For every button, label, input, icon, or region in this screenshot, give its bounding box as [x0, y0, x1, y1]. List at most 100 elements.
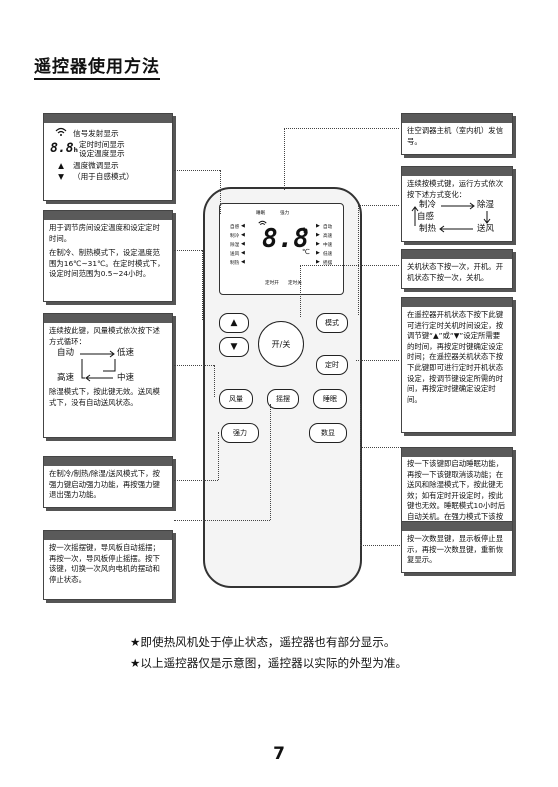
- mode-intro: 连续按模式键，运行方式依次按下述方式变化：: [407, 179, 504, 199]
- temp-timer-text-2: 在制冷、制热模式下，设定温度范围为16℃~31℃。在定时模式下，设定时间范围为0…: [49, 248, 165, 279]
- timer-text: 在遥控器开机状态下按下此键可进行定时关机时间设定，按调节键“▲”或“▼”设定所需…: [407, 310, 504, 404]
- screen-digits: 8.8: [262, 224, 309, 254]
- footnote-1: ★即使热风机处于停止状态，遥控器也有部分显示。: [130, 635, 396, 649]
- leader-line: [174, 250, 202, 251]
- screen-triangle-icon: ◀: [241, 232, 245, 238]
- timer-button[interactable]: 定时: [316, 355, 348, 375]
- leader-line: [360, 447, 401, 448]
- box-header: [402, 522, 512, 531]
- box-header: [402, 114, 512, 123]
- screen-triangle-icon: ▶: [316, 241, 320, 247]
- box-header: [402, 448, 512, 457]
- screen-label-speed-high: 高速: [323, 234, 333, 239]
- mode-cycle-dry: 除湿: [477, 200, 495, 211]
- transmit-box: 往空调器主机（室内机）发信号。: [401, 113, 513, 155]
- remote-control: 睡眠 强力 自感 制冷 除湿 送风 制热 ◀ ◀ ◀ ◀ ◀ 自动 高速 中速 …: [203, 187, 362, 588]
- legend-auto-mode: （用于自感模式）: [73, 172, 134, 181]
- screen-label-dry: 除湿: [230, 243, 240, 248]
- screen-triangle-icon: ▶: [316, 232, 320, 238]
- power-text: 关机状态下按一次，开机。开机状态下按一次，关机。: [407, 262, 504, 282]
- temp-timer-text-1: 用于调节房间设定温度和设定定时时间。: [49, 223, 160, 243]
- turbo-button[interactable]: 强力: [221, 423, 259, 443]
- screen-label-sleep: 睡眠: [256, 211, 266, 216]
- arrow-icon: [80, 350, 116, 382]
- screen-label-speed-auto: 自动: [323, 225, 333, 230]
- lcd-digits: 8.8: [50, 140, 74, 156]
- screen-label-heat: 制热: [230, 261, 240, 266]
- leader-line: [174, 170, 220, 171]
- leader-line: [270, 404, 271, 520]
- legend-timer: 定时时间显示: [79, 140, 125, 149]
- sleep-button[interactable]: 睡眠: [313, 389, 347, 409]
- footnotes: ★即使热风机处于停止状态，遥控器也有部分显示。 ★以上遥控器仅是示意图，遥控器以…: [130, 632, 407, 674]
- mode-cycle-cool: 制冷: [419, 200, 437, 211]
- display-button[interactable]: 数显: [309, 423, 347, 443]
- sleep-box: 按一下该键即启动睡眠功能，再按一下该键取消该功能；在送风和除湿模式下，按此键无效…: [401, 447, 513, 532]
- timer-box: 在遥控器开机状态下按下此键可进行定时关机时间设定，按调节键“▲”或“▼”设定所需…: [401, 297, 513, 433]
- up-triangle-icon: ▲: [58, 161, 64, 170]
- down-triangle-icon: ▼: [58, 172, 64, 181]
- screen-triangle-icon: ◀: [241, 259, 245, 265]
- screen-label-speed-low: 低速: [323, 252, 333, 257]
- leader-line: [360, 404, 361, 447]
- fan-button[interactable]: 风量: [219, 389, 253, 409]
- leader-line: [214, 365, 215, 397]
- box-header: [44, 457, 172, 466]
- up-button[interactable]: ▲: [219, 313, 249, 333]
- legend-fine-tune: 温度微调显示: [73, 161, 119, 170]
- leader-line: [174, 480, 218, 481]
- leader-line: [202, 250, 203, 320]
- page-number: 7: [273, 744, 285, 764]
- page-title: 遥控器使用方法: [34, 52, 160, 80]
- screen-celsius: ℃: [302, 248, 310, 256]
- transmit-text: 往空调器主机（室内机）发信号。: [407, 126, 504, 146]
- fan-note: 除湿模式下，按此键无效。送风模式下，没有自动送风状态。: [49, 387, 160, 407]
- lcd-h: h: [73, 146, 78, 154]
- mode-cycle-fan: 送风: [477, 224, 495, 235]
- box-header: [44, 211, 172, 220]
- footnote-2: ★以上遥控器仅是示意图，遥控器以实际的外型为准。: [130, 656, 408, 670]
- fan-cycle-diagram: 自动 低速 高速 中速: [49, 347, 167, 387]
- screen-triangle-icon: ◀: [241, 241, 245, 247]
- leader-line: [300, 265, 399, 266]
- leader-line: [358, 205, 359, 315]
- legend-box: 信号发射显示 8.8h 定时时间显示设定温度显示 ▲温度微调显示 ▼（用于自感模…: [43, 113, 173, 201]
- screen-label-timer-off: 定时关: [288, 281, 302, 286]
- screen-label-timer-on: 定时开: [265, 281, 279, 286]
- leader-line: [218, 432, 219, 480]
- box-header: [402, 167, 512, 176]
- swing-button[interactable]: 摇摆: [267, 389, 299, 409]
- leader-line: [174, 365, 214, 366]
- temp-timer-box: 用于调节房间设定温度和设定定时时间。 在制冷、制热模式下，设定温度范围为16℃~…: [43, 210, 173, 302]
- power-button[interactable]: 开/关: [258, 321, 304, 367]
- screen-triangle-icon: ▶: [316, 250, 320, 256]
- turbo-text: 在制冷/制热/除湿/送风模式下，按强力键启动强力功能，再按强力键退出强力功能。: [49, 469, 160, 500]
- display-text: 按一次数显键，显示板停止显示，再按一次数显键，重新恢复显示。: [407, 534, 504, 565]
- leader-line: [360, 438, 361, 545]
- screen-triangle-icon: ◀: [241, 250, 245, 256]
- mode-cycle-auto: 自感: [417, 212, 435, 223]
- remote-lcd-screen: 睡眠 强力 自感 制冷 除湿 送风 制热 ◀ ◀ ◀ ◀ ◀ 自动 高速 中速 …: [219, 203, 344, 295]
- box-header: [44, 531, 172, 540]
- mode-cycle-heat: 制热: [419, 224, 437, 235]
- signal-icon: [49, 127, 73, 139]
- down-button[interactable]: ▼: [219, 337, 249, 357]
- fan-speed-box: 连续按此键，风量模式依次按下述方式循环： 自动 低速 高速 中速 除湿模式下，按…: [43, 313, 173, 438]
- screen-label-cool: 制冷: [230, 234, 240, 239]
- turbo-box: 在制冷/制热/除湿/送风模式下，按强力键启动强力功能，再按强力键退出强力功能。: [43, 456, 173, 508]
- box-header: [44, 114, 172, 123]
- leader-line: [220, 170, 221, 214]
- leader-line: [174, 520, 270, 521]
- screen-label-auto-mode: 自感: [230, 225, 240, 230]
- leader-line: [358, 205, 399, 206]
- swing-text: 按一次摇摆键，导风板自动摇摆；再按一次，导风板停止摇摆。按下该键，切换一次风向电…: [49, 543, 160, 584]
- fan-cycle-mid: 中速: [117, 373, 135, 384]
- mode-button[interactable]: 模式: [316, 313, 348, 333]
- arrow-icon: [411, 202, 491, 233]
- box-header: [402, 250, 512, 259]
- screen-label-turbo: 强力: [280, 211, 290, 216]
- fan-cycle-high: 高速: [57, 373, 75, 384]
- fan-intro: 连续按此键，风量模式依次按下述方式循环：: [49, 326, 160, 346]
- legend-temp: 设定温度显示: [79, 149, 125, 158]
- screen-label-fan: 送风: [230, 252, 240, 257]
